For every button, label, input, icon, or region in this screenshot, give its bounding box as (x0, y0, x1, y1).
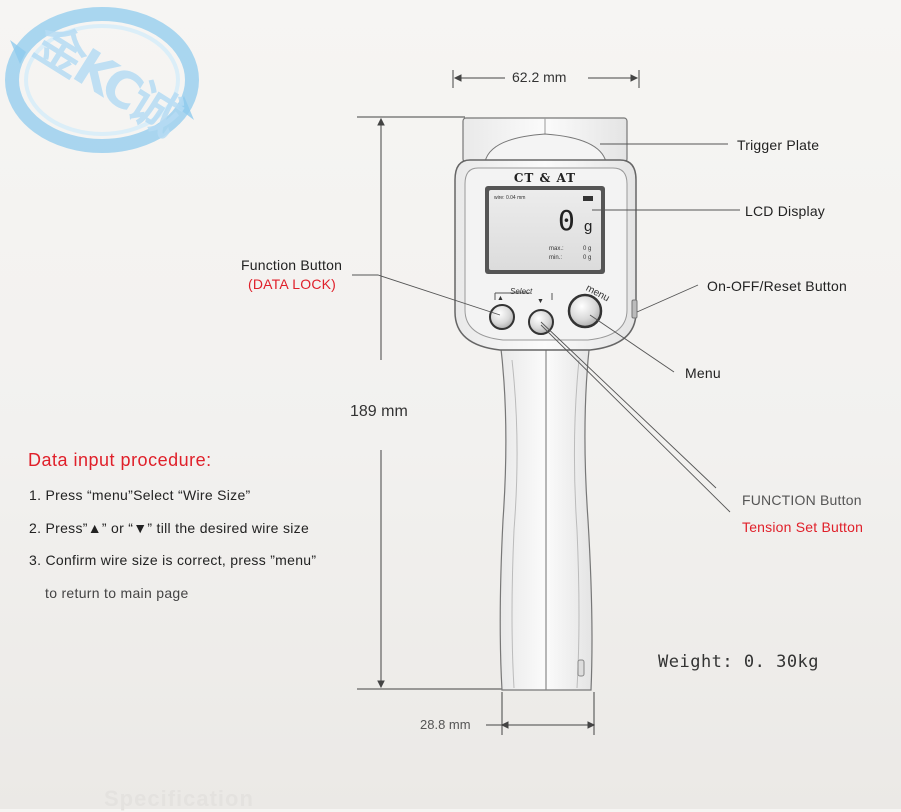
lcd-reading: 0 (558, 204, 575, 237)
callout-tension-set: Tension Set Button (742, 519, 864, 535)
select-bracket (494, 292, 553, 300)
dimension-bottom-width (486, 692, 596, 735)
dimension-top-label: 62.2 mm (512, 69, 567, 85)
battery-icon (583, 196, 593, 201)
faded-footer-text: Specification (104, 786, 254, 811)
menu-button[interactable] (567, 293, 603, 329)
leader-lines (352, 143, 740, 513)
procedure-step-2: 2. Press”▲” or “▼” till the desired wire… (29, 520, 310, 536)
callout-function-button: Function Button (241, 257, 343, 273)
lcd-min-value: 0 g (583, 255, 592, 261)
logo-ring-icon (5, 7, 199, 153)
dimension-height (357, 116, 502, 690)
procedure-step-3: 3. Confirm wire size is correct, press ”… (29, 552, 317, 568)
up-arrow-icon: ▲ (497, 295, 504, 302)
device-brand: CT & AT (513, 171, 577, 185)
trigger-plate (462, 117, 628, 163)
lcd-wire-size: wire: 0.04 mm (494, 195, 526, 201)
dimension-bottom-label: 28.8 mm (420, 717, 471, 732)
callout-trigger-plate: Trigger Plate (737, 137, 820, 153)
callout-data-lock: (DATA LOCK) (248, 276, 337, 292)
select-label: Select (510, 287, 533, 296)
callout-on-off-reset: On-OFF/Reset Button (707, 278, 847, 294)
procedure-step-3-cont: to return to main page (45, 585, 189, 601)
lcd-max-value: 0 g (583, 246, 592, 252)
brand-logo: 金KC诚 (0, 0, 205, 160)
dimension-top-width (452, 70, 640, 88)
down-arrow-icon: ▼ (537, 298, 544, 305)
device-handle (499, 339, 593, 691)
lcd-unit: g (584, 218, 593, 235)
lcd-display (485, 186, 605, 274)
dimension-height-label: 189 mm (350, 403, 408, 420)
lcd-min-label: min.: (549, 255, 563, 261)
callout-function-button-2: FUNCTION Button (742, 492, 862, 508)
callout-lcd-display: LCD Display (745, 203, 825, 219)
callout-menu: Menu (685, 365, 721, 381)
procedure-title: Data input procedure: (28, 450, 212, 470)
procedure-step-1: 1. Press “menu”Select “Wire Size” (29, 487, 251, 503)
lcd-max-label: max.: (549, 246, 564, 252)
up-button[interactable] (489, 304, 515, 330)
weight-label: Weight: 0. 30kg (658, 652, 820, 672)
